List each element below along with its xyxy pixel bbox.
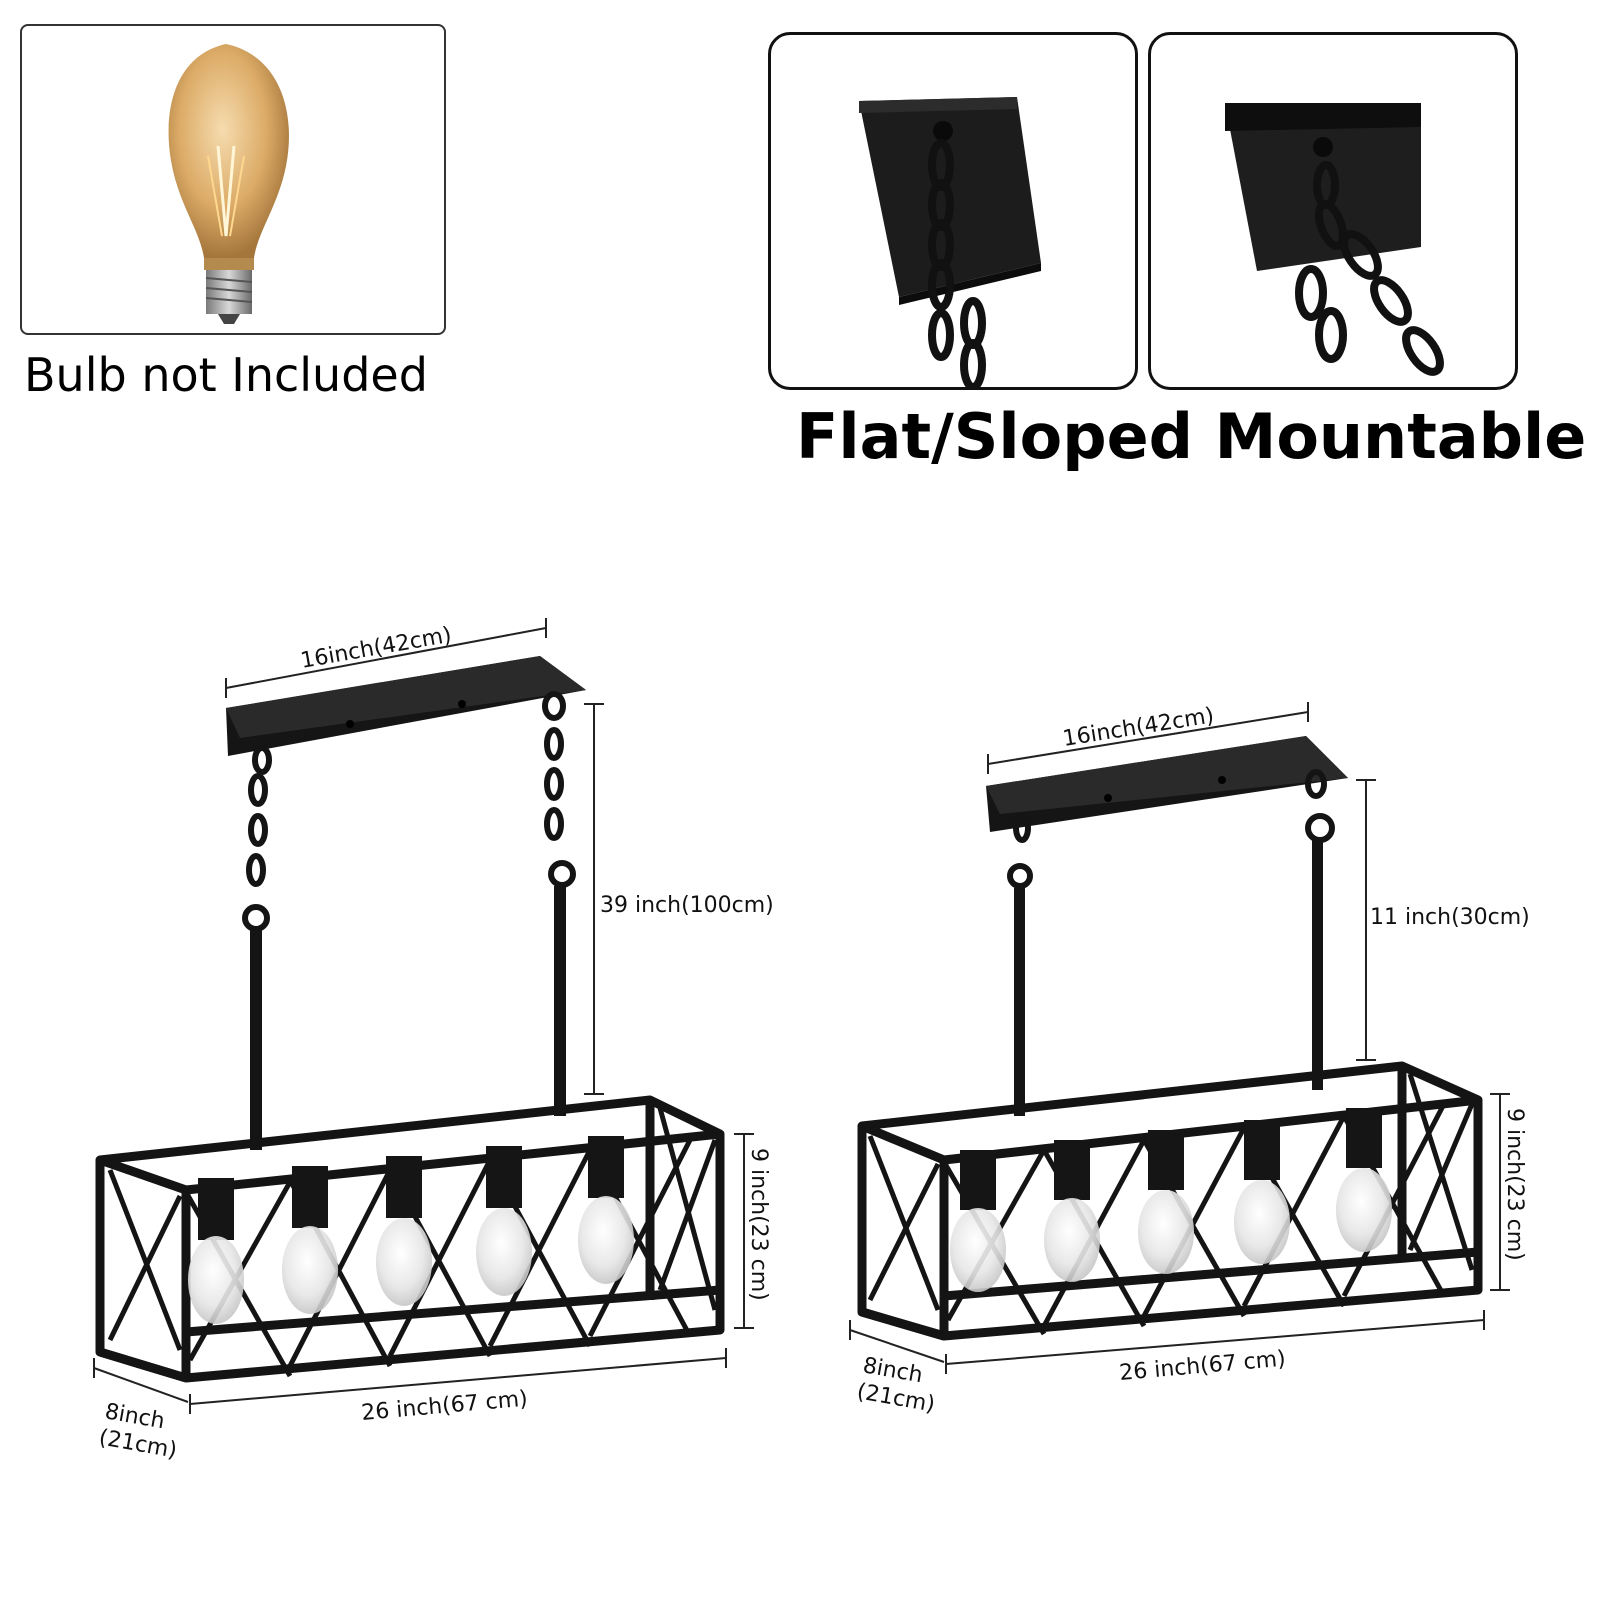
- bulb-caption: Bulb not Included: [24, 348, 428, 402]
- left-depth-label-2: (21cm): [97, 1425, 179, 1463]
- right-bulbs: [950, 1108, 1392, 1292]
- edison-bulb-image: [168, 44, 289, 324]
- left-canopy-width-label: 16inch(42cm): [299, 623, 454, 674]
- left-fixture: 16inch(42cm) 39 inch(100cm) 9 inch(23 cm…: [93, 618, 774, 1464]
- flat-canopy-image: [859, 97, 1041, 387]
- left-hang-height-label: 39 inch(100cm): [600, 893, 774, 918]
- left-bulbs: [188, 1136, 634, 1324]
- right-fixture: 16inch(42cm) 11 inch(30cm) 9 inch(23 cm)…: [849, 702, 1530, 1418]
- right-hang-height-label: 11 inch(30cm): [1370, 905, 1530, 930]
- left-cage-height-label: 9 inch(23 cm): [746, 1148, 771, 1301]
- right-canopy-width-label: 16inch(42cm): [1061, 703, 1216, 752]
- right-depth-label-1: 8inch: [861, 1353, 925, 1388]
- right-length-label: 26 inch(67 cm): [1118, 1347, 1286, 1386]
- bulb-panel: [20, 24, 446, 335]
- right-cage-height-label: 9 inch(23 cm): [1502, 1108, 1527, 1261]
- flat-mount-panel: [768, 32, 1138, 390]
- left-depth-label-1: 8inch: [103, 1399, 167, 1434]
- sloped-mount-panel: [1148, 32, 1518, 390]
- left-length-label: 26 inch(67 cm): [360, 1387, 528, 1426]
- sloped-canopy-image: [1225, 103, 1444, 376]
- right-depth-label-2: (21cm): [855, 1379, 937, 1417]
- mount-caption: Flat/Sloped Mountable: [796, 400, 1587, 473]
